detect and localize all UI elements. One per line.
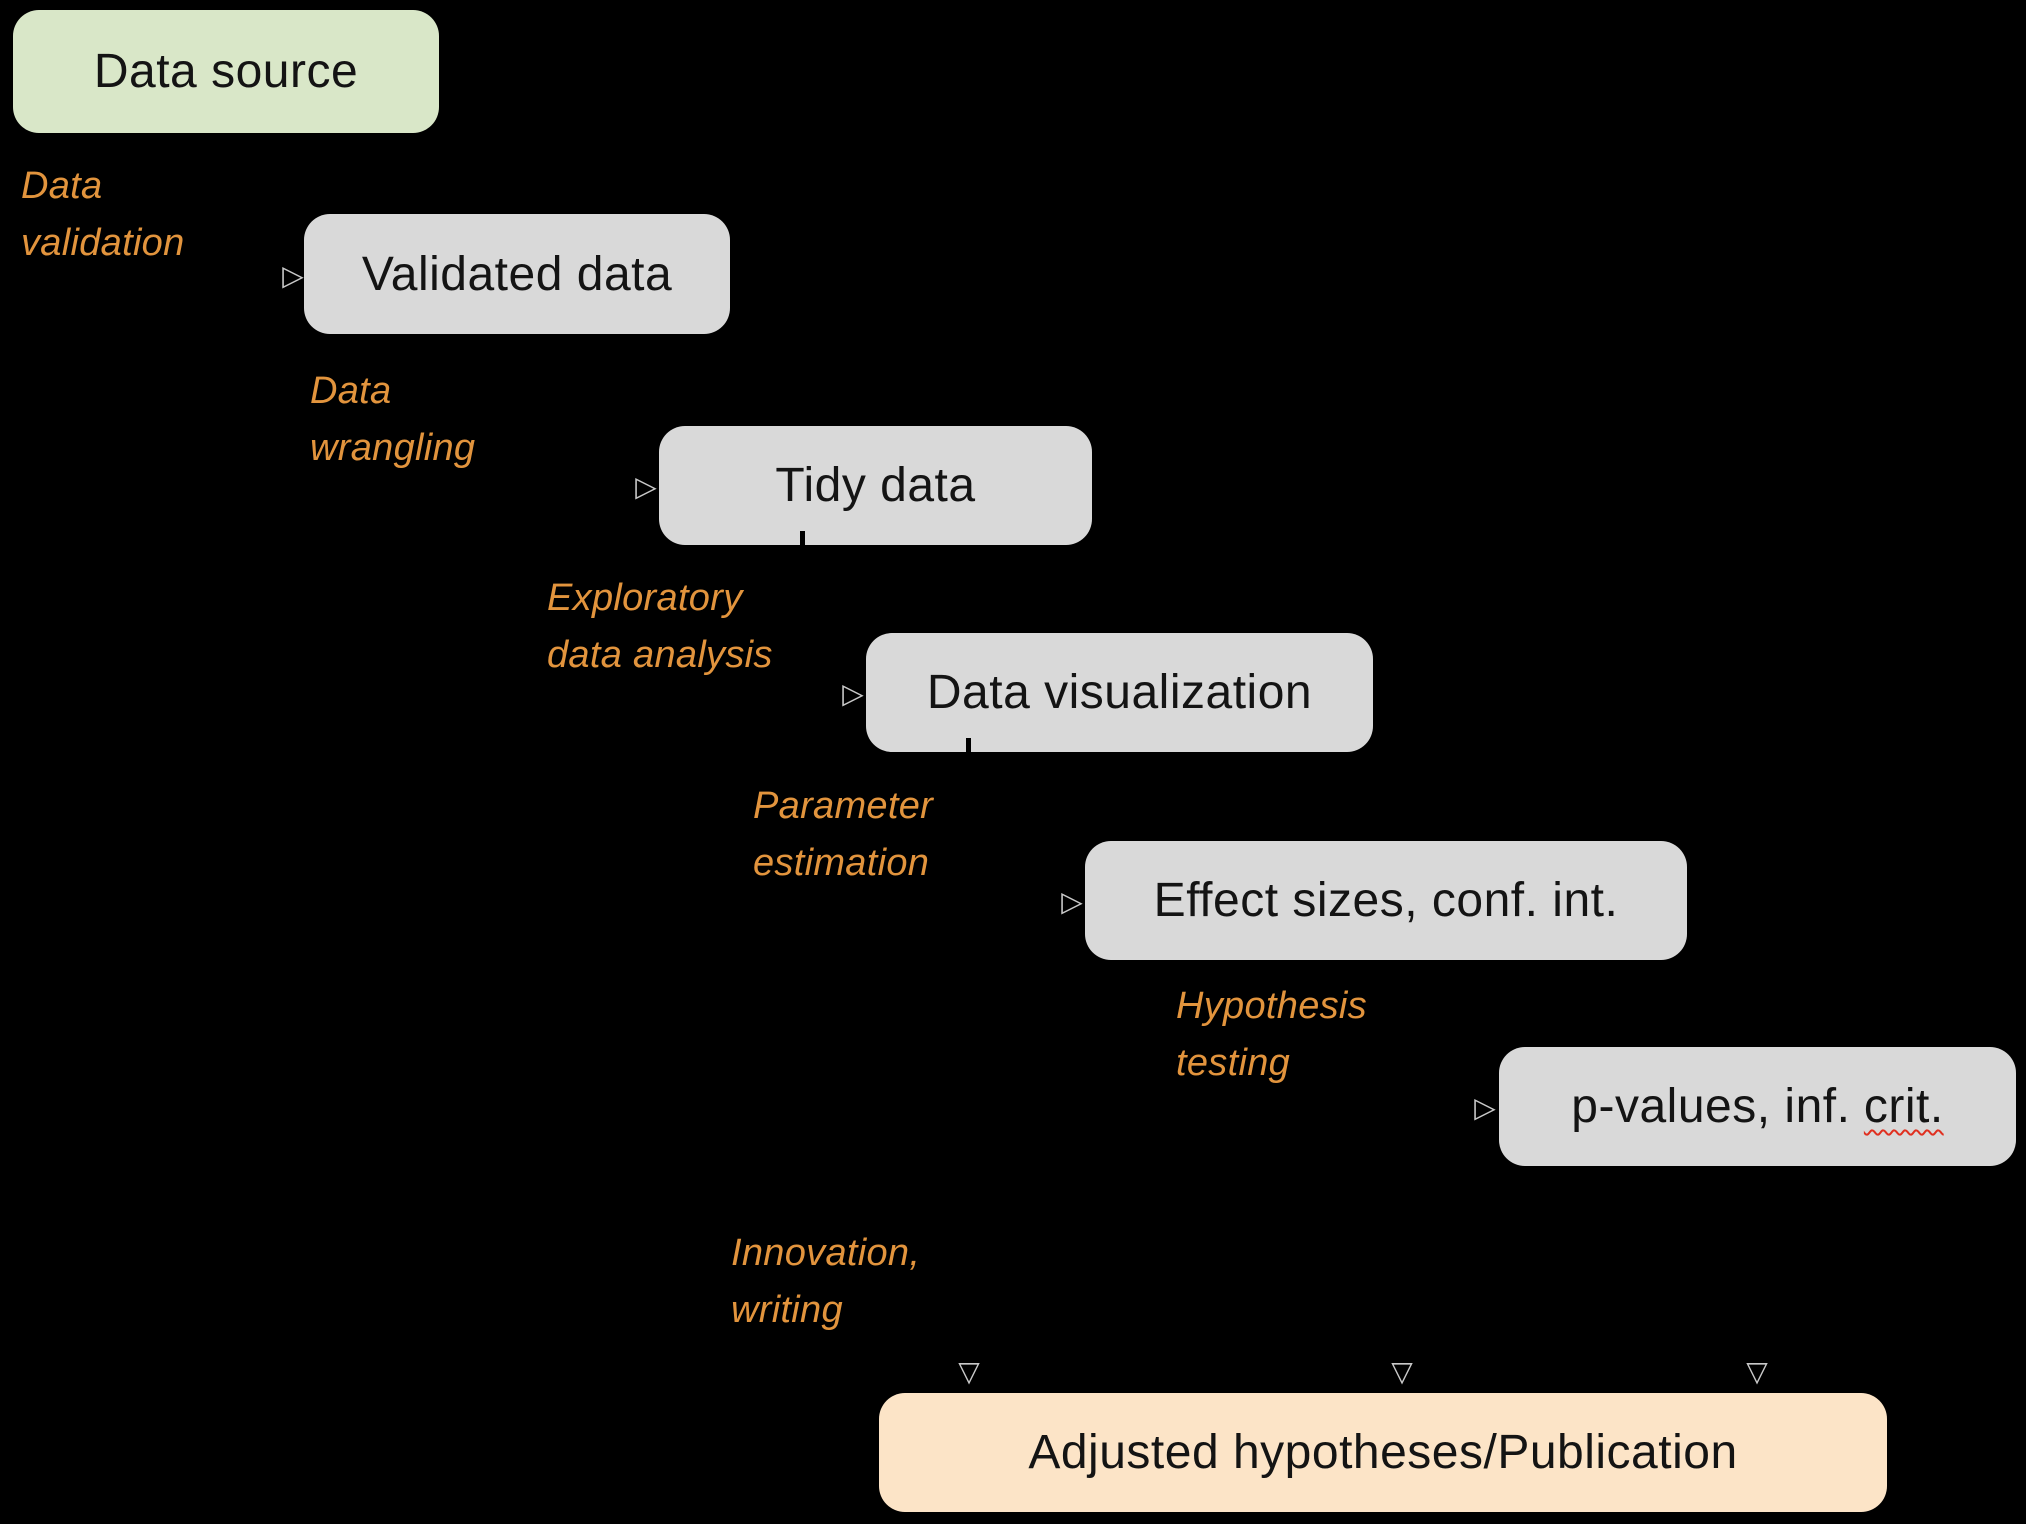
arrow-right-icon-to-p-values: ▷ — [1474, 1091, 1496, 1124]
arrow-right-icon-to-tidy-data: ▷ — [635, 470, 657, 503]
node-publication-label: Adjusted hypotheses/Publication — [1028, 1426, 1738, 1479]
arrow-right-icon-to-data-visualization: ▷ — [842, 677, 864, 710]
node-data-visualization-label: Data visualization — [926, 666, 1313, 719]
node-p-values-label-flagged-word: crit. — [1863, 1080, 1944, 1133]
connector-stub-data-visualization — [966, 738, 971, 758]
node-effect-sizes-label: Effect sizes, conf. int. — [1153, 874, 1619, 927]
arrow-down-icon-right: ▽ — [1746, 1355, 1768, 1388]
node-data-source: Data source — [13, 10, 439, 133]
arrow-right-icon-to-effect-sizes: ▷ — [1061, 885, 1083, 918]
node-validated-data: Validated data — [304, 214, 730, 334]
node-data-visualization: Data visualization — [866, 633, 1373, 752]
node-p-values-label-prefix: p-values, inf. — [1571, 1080, 1851, 1133]
arrow-right-icon-to-validated-data: ▷ — [282, 259, 304, 292]
node-publication: Adjusted hypotheses/Publication — [879, 1393, 1887, 1512]
connector-stub-tidy-data — [800, 531, 805, 551]
node-data-source-label: Data source — [93, 45, 359, 98]
node-validated-data-label: Validated data — [361, 247, 673, 301]
node-effect-sizes: Effect sizes, conf. int. — [1085, 841, 1687, 960]
edge-label-parameter-estimation: Parameter estimation — [753, 785, 934, 884]
node-tidy-data: Tidy data — [659, 426, 1092, 545]
arrow-down-icon-middle: ▽ — [1391, 1355, 1413, 1388]
arrow-down-icon-left: ▽ — [958, 1355, 980, 1388]
node-p-values: p-values, inf.crit. — [1499, 1047, 2016, 1166]
node-tidy-data-label: Tidy data — [775, 459, 976, 512]
edge-label-data-wrangling: Data wrangling — [310, 370, 476, 469]
edge-label-hypothesis-testing: Hypothesis testing — [1176, 985, 1367, 1084]
edge-label-innovation-writing: Innovation, writing — [731, 1232, 921, 1331]
edge-label-data-validation: Data validation — [21, 165, 185, 264]
edge-label-exploratory-data-analysis: Exploratory data analysis — [547, 577, 773, 676]
